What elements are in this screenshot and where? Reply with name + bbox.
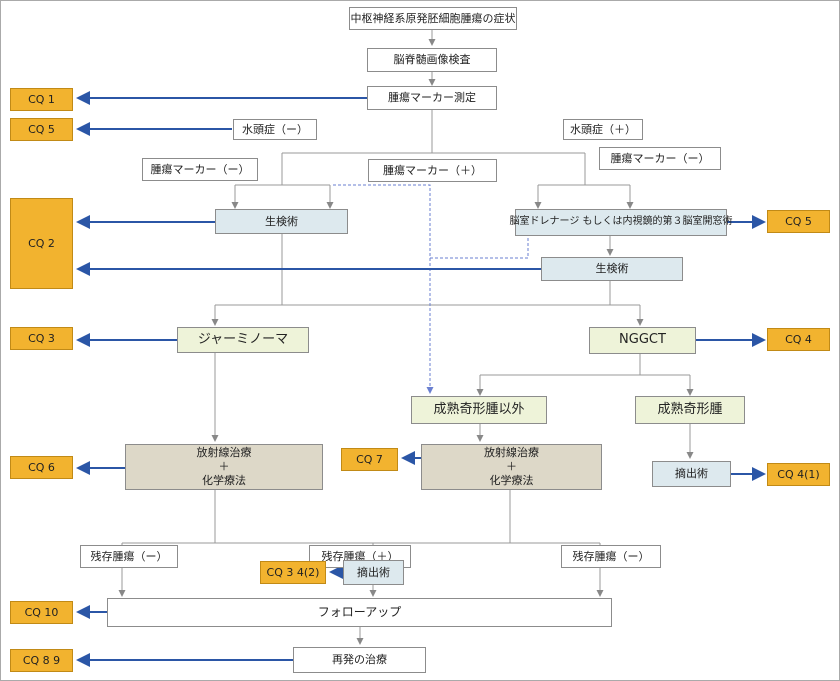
followup-box: フォローアップ <box>107 598 612 627</box>
mature-teratoma-box: 成熟奇形腫 <box>635 396 745 424</box>
radiation-text: 放射線治療 <box>484 446 539 460</box>
hydrocephalus-negative-label: 水頭症（ー） <box>233 119 317 140</box>
residual-negative-left-label: 残存腫瘍（ー） <box>80 545 178 568</box>
germinoma-box: ジャーミノーマ <box>177 327 309 353</box>
chemo-text: 化学療法 <box>489 473 534 487</box>
nggct-box: NGGCT <box>589 327 696 354</box>
cq3-4-2-box: CQ 3 4(2) <box>260 561 326 584</box>
chemo-text: 化学療法 <box>202 473 246 487</box>
cq5-right-box: CQ 5 <box>767 210 830 233</box>
plus-text: ＋ <box>218 460 230 474</box>
cq1-box: CQ 1 <box>10 88 73 111</box>
recurrence-treatment-box: 再発の治療 <box>293 647 426 673</box>
hydrocephalus-positive-label: 水頭症（＋） <box>563 119 643 140</box>
cq5-left-box: CQ 5 <box>10 118 73 141</box>
plus-text: ＋ <box>506 460 517 474</box>
non-mature-teratoma-box: 成熟奇形腫以外 <box>411 396 547 424</box>
biopsy-box-2: 生検術 <box>541 257 683 281</box>
radiation-chemo-box-right: 放射線治療 ＋ 化学療法 <box>421 444 602 490</box>
cq10-box: CQ 10 <box>10 601 73 624</box>
radiation-text: 放射線治療 <box>196 446 252 460</box>
marker-measure-box: 腫瘍マーカー測定 <box>367 86 497 110</box>
drainage-box: 脳室ドレナージ もしくは内視鏡的第３脳室開窓術 <box>510 209 733 236</box>
resection-box-middle: 摘出術 <box>343 560 404 585</box>
radiation-chemo-box-left: 放射線治療 ＋ 化学療法 <box>125 444 323 490</box>
imaging-box: 脳脊髄画像検査 <box>367 48 497 72</box>
residual-negative-right-label: 残存腫瘍（ー） <box>561 545 661 568</box>
biopsy-box-1: 生検術 <box>215 209 348 234</box>
cq4-1-box: CQ 4(1) <box>767 463 830 486</box>
symptom-box: 中枢神経系原発胚細胞腫瘍の症状 <box>349 7 517 30</box>
cq7-box: CQ 7 <box>341 448 398 471</box>
marker-positive-label: 腫瘍マーカー（＋） <box>368 159 497 182</box>
resection-box-right: 摘出術 <box>652 461 731 487</box>
cq6-box: CQ 6 <box>10 456 73 479</box>
marker-negative-left-label: 腫瘍マーカー（ー） <box>142 158 258 181</box>
cq2-box: CQ 2 <box>10 198 73 289</box>
cq4-box: CQ 4 <box>767 328 830 351</box>
cq8-9-box: CQ 8 9 <box>10 649 73 672</box>
cq3-box: CQ 3 <box>10 327 73 350</box>
marker-negative-right-label: 腫瘍マーカー（ー） <box>599 147 721 170</box>
